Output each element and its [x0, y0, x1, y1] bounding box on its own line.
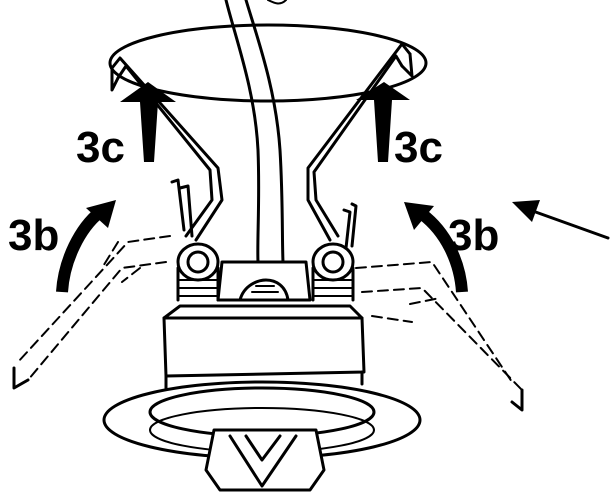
arrow-3c-left [120, 82, 176, 162]
ceiling-cutout [108, 23, 428, 103]
label-3c-right: 3c [394, 123, 443, 172]
sensor-lens [204, 428, 326, 492]
arrow-3c-right [356, 82, 410, 162]
left-spring-coil [176, 242, 220, 302]
left-arm-open-position [12, 235, 171, 390]
right-spring-arm [306, 42, 414, 250]
cable [224, 0, 287, 264]
left-spring-arm [110, 56, 224, 242]
right-spring-coil [311, 242, 355, 302]
label-3c-left: 3c [76, 123, 125, 172]
label-3b-left: 3b [8, 211, 59, 260]
connector-block [216, 260, 312, 302]
label-3b-right: 3b [448, 211, 499, 260]
right-arm-open-position [355, 260, 524, 412]
arrow-3b-right [404, 202, 468, 293]
arrow-3b-left [56, 200, 116, 293]
pointer-arrow [512, 200, 610, 240]
sensor-body [162, 304, 366, 390]
